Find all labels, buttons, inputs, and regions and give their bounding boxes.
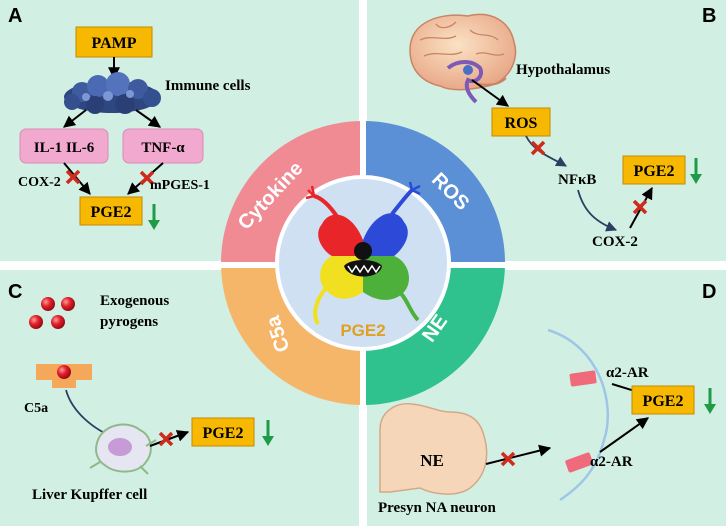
immune-cells-label: Immune cells	[165, 78, 251, 94]
ros-label: ROS	[505, 115, 538, 132]
block-mark-b2	[632, 199, 648, 215]
mpges-label: mPGES-1	[150, 178, 210, 193]
block-mark-d	[500, 451, 516, 467]
tnf-label: TNF-α	[141, 140, 185, 156]
il-to-pge2-arrow	[63, 162, 91, 195]
receptor-icon-top	[569, 370, 597, 387]
block-mark-b1	[530, 140, 546, 156]
neuron-label: Presyn NA neuron	[378, 500, 496, 516]
panel-d-letter: D	[702, 281, 716, 303]
nfkb-to-cox2-arrow	[577, 189, 618, 232]
ne-label-d: NE	[420, 451, 444, 470]
panel-a-letter: A	[8, 5, 22, 27]
hypothalamus-label: Hypothalamus	[516, 62, 610, 78]
pge2-label-b: PGE2	[634, 163, 675, 180]
block-mark-a2	[139, 170, 155, 186]
panel-c-letter: C	[8, 281, 22, 303]
pamp-box	[75, 26, 153, 58]
block-mark-a1	[65, 169, 81, 185]
down-arrow-c	[262, 420, 274, 446]
down-arrow-d	[704, 388, 716, 414]
panel-b-letter: B	[702, 5, 716, 27]
pge2-monster-icon	[305, 181, 421, 326]
cox2-label-a: COX-2	[18, 175, 61, 190]
pamp-label: PAMP	[91, 35, 136, 52]
pge2-label-c: PGE2	[203, 425, 244, 442]
ne-to-receptor-arrow	[485, 444, 552, 465]
panel-b: Hypothalamus ROS NFκB PGE2 COX-2	[409, 13, 702, 250]
pge2-label-d: PGE2	[643, 393, 684, 410]
block-mark-c	[158, 431, 174, 447]
kupffer-cell-icon	[89, 423, 157, 475]
pyrogens-label: pyrogens	[100, 314, 158, 330]
nfkb-label: NFκB	[558, 172, 596, 188]
neuron-terminal-icon	[379, 402, 488, 495]
immune-to-tnf-arrow	[135, 109, 161, 128]
immune-to-il-arrow	[63, 109, 87, 128]
il-label: IL-1 IL-6	[34, 140, 95, 156]
exogenous-label: Exogenous	[100, 293, 169, 309]
pge2-box-d	[631, 385, 695, 415]
kupffer-to-pge2-arrow	[149, 430, 190, 447]
c5a-receptor-icon	[36, 364, 92, 388]
panel-d: α2-AR α2-AR PGE2 NE Presyn NA neuron	[378, 328, 716, 516]
pge2-label-a: PGE2	[91, 204, 132, 221]
a2ar-bottom-to-pge2-arrow	[599, 417, 649, 453]
cox2-label-b: COX-2	[592, 234, 638, 250]
pyrogen-balls-icon	[29, 297, 75, 329]
a2ar-top-label: α2-AR	[606, 365, 649, 381]
panel-c: Exogenous pyrogens C5a Liver Kupffer cel…	[24, 293, 274, 503]
kupffer-label: Liver Kupffer cell	[32, 487, 147, 503]
synapse-membrane	[547, 328, 609, 502]
immune-cells-icon	[64, 72, 161, 114]
ros-box	[491, 107, 551, 137]
pge2-box-b	[622, 155, 686, 185]
down-arrow-b	[690, 158, 702, 184]
down-arrow-a	[148, 204, 160, 230]
receptor-icon-bottom	[565, 452, 594, 473]
pge2-box-a	[79, 196, 143, 226]
pge2-box-c	[191, 417, 255, 447]
c5a-label: C5a	[24, 401, 48, 416]
panel-a: PAMP Immune cells IL-1 IL-6 TNF-α	[18, 26, 251, 230]
center-pge2-label: PGE2	[340, 321, 385, 340]
brain-icon	[409, 13, 517, 104]
hypothalamus-arrow	[471, 79, 509, 107]
a2ar-bottom-label: α2-AR	[590, 454, 633, 470]
